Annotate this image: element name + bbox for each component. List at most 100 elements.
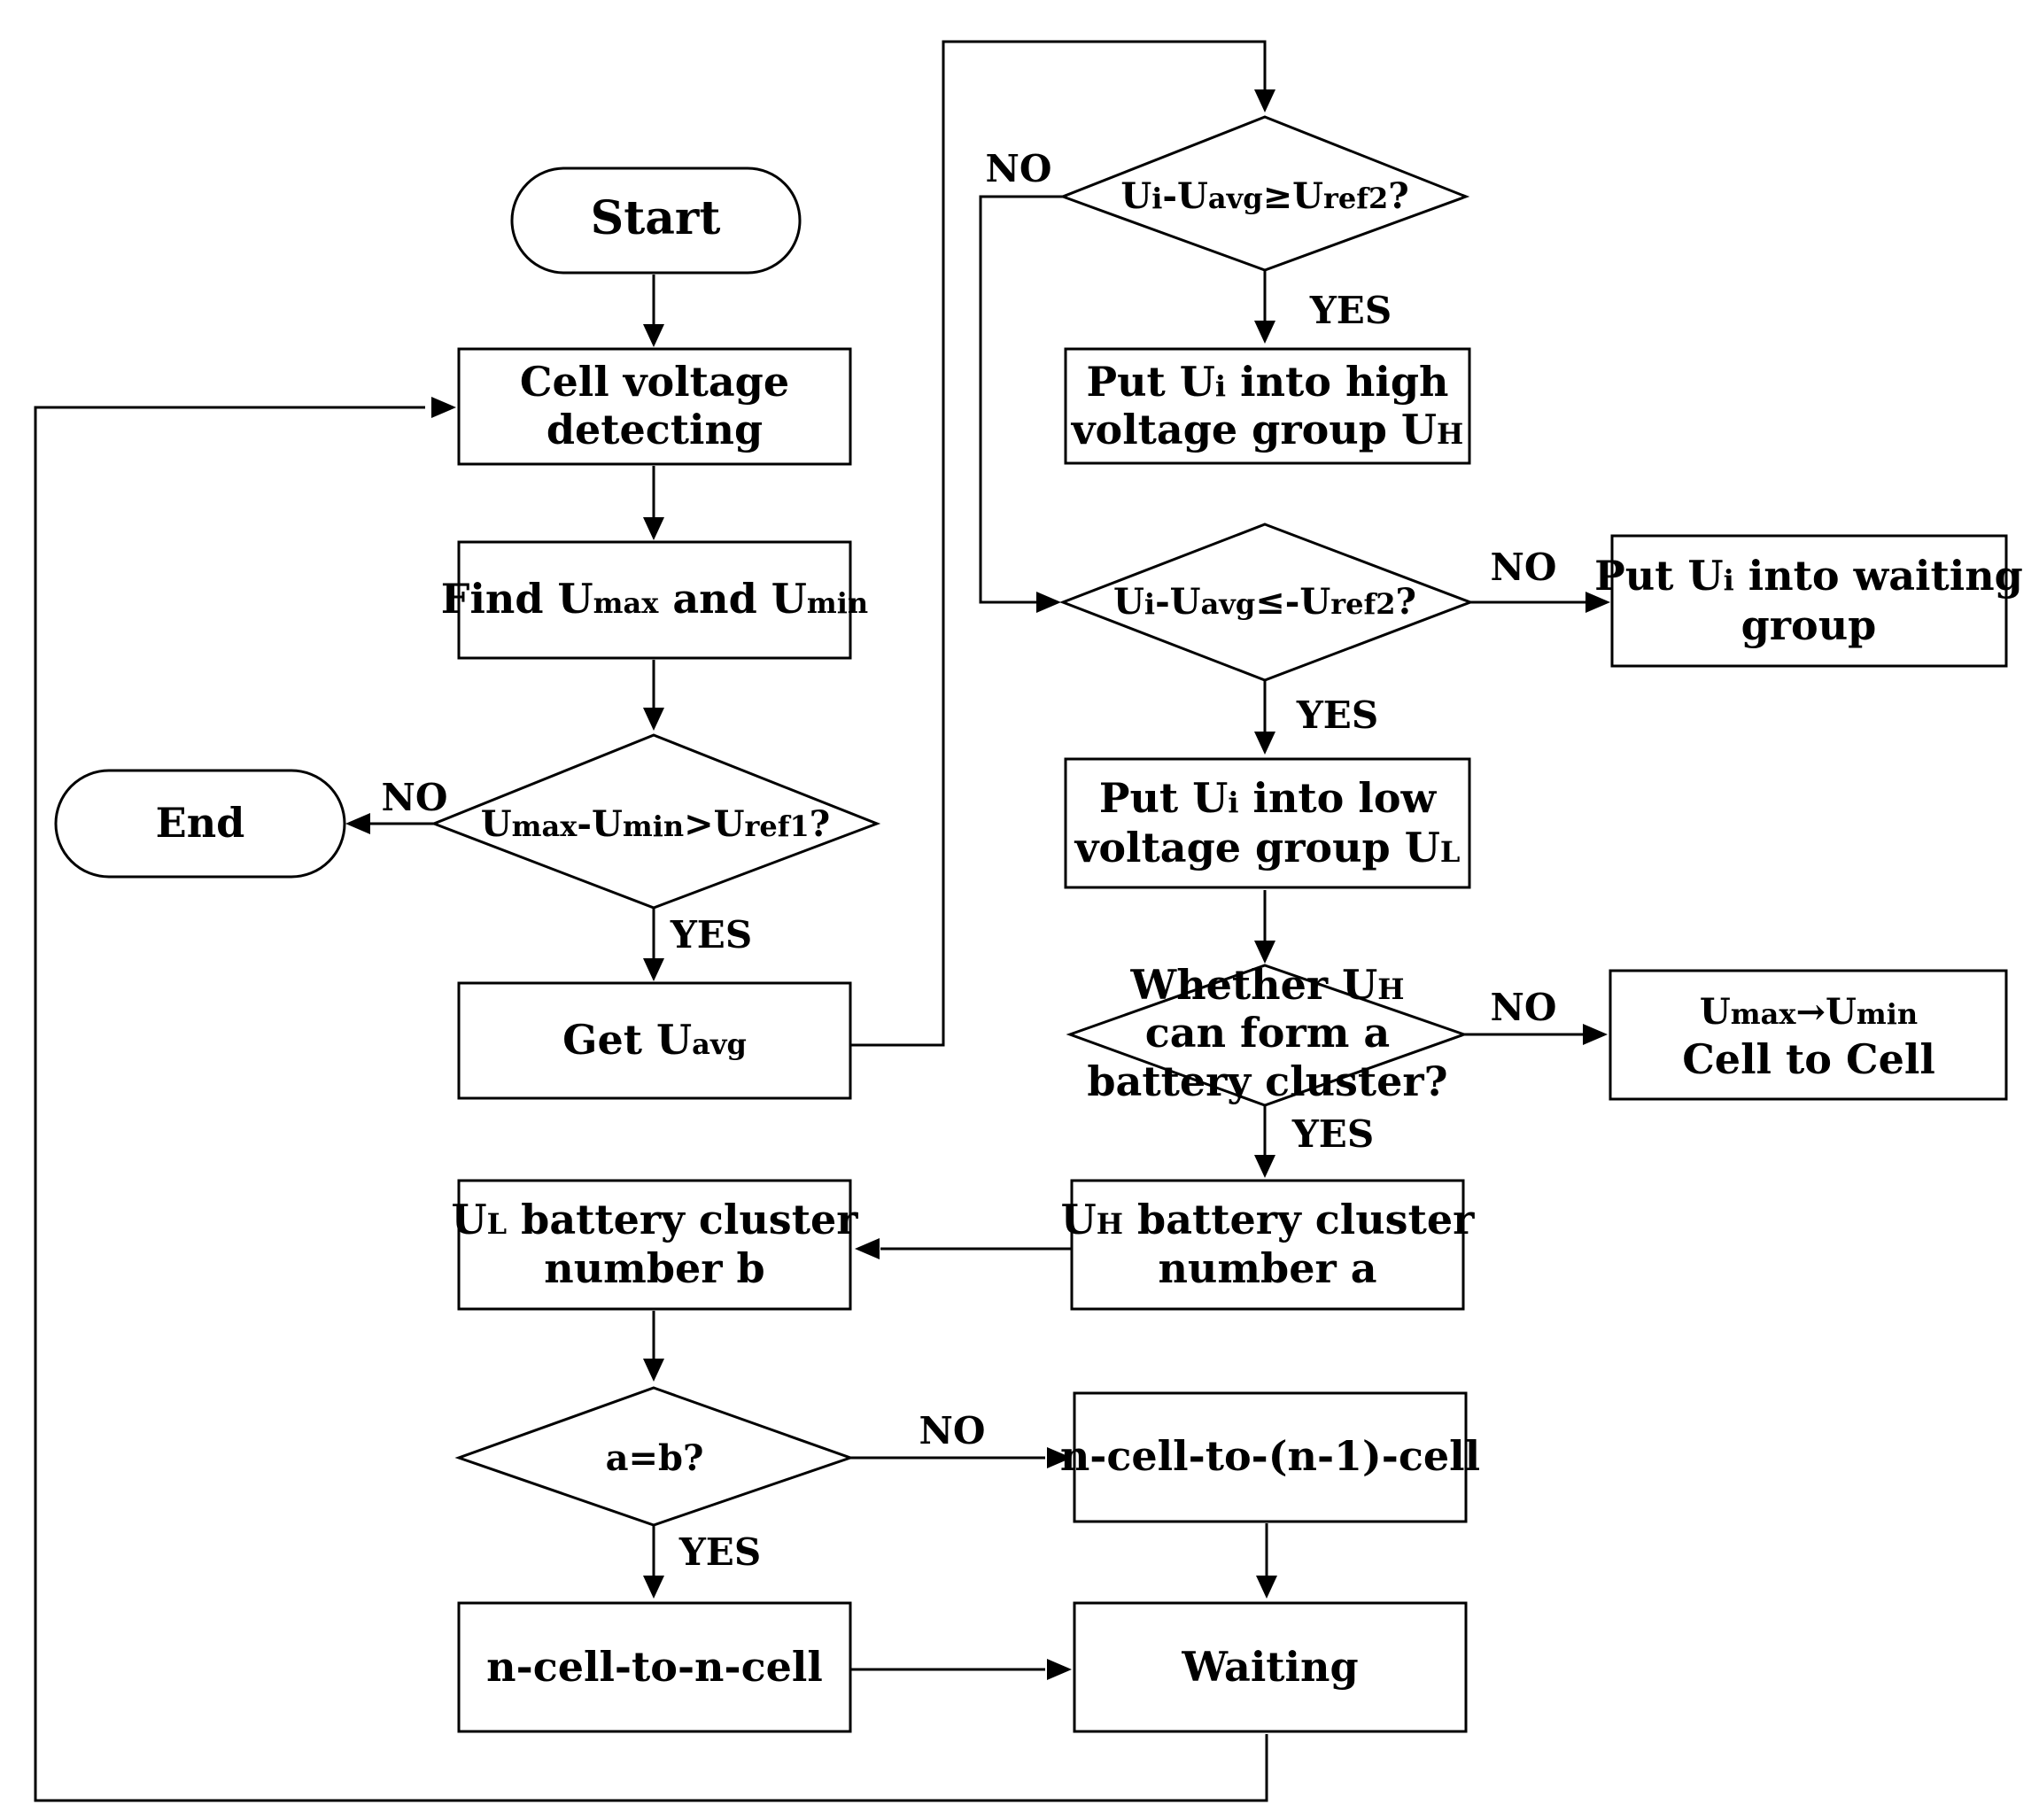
node-find-umax-umin: Find Umax and Umin (441, 540, 868, 660)
ul-cluster-line2: number b (544, 1244, 764, 1292)
get-uavg-label: Get Uavg (562, 1016, 747, 1064)
decision-diamond (1058, 523, 1475, 682)
cluster-check-line2: can form a (1145, 1009, 1390, 1057)
uh-cluster-line1: UH battery cluster (1061, 1196, 1475, 1243)
no-label: NO (919, 1409, 986, 1452)
end-label: End (156, 799, 245, 847)
arrowhead-down (643, 324, 664, 347)
arrowhead-down (1254, 941, 1275, 964)
connectors (34, 40, 1590, 1802)
process-box (1073, 1391, 1468, 1523)
waiting-label: Waiting (1181, 1643, 1358, 1691)
decision-diamond (430, 733, 881, 910)
no-label: NO (1491, 986, 1557, 1029)
node-end: End (54, 769, 346, 879)
diff-check-label: Umax-Umin>Uref1? (481, 803, 830, 845)
branch-labels: NO YES NO YES NO YES NO YES NO YES (382, 147, 1557, 1574)
high-check-label: Ui-Uavg≥Uref2? (1120, 175, 1408, 217)
node-ul-cluster: UL battery cluster number b (452, 1179, 859, 1311)
process-box (1064, 757, 1471, 889)
process-box (1610, 534, 2008, 668)
node-put-waiting: Put Ui into waiting group (1594, 534, 2023, 668)
node-put-low: Put Ui into low voltage group UL (1064, 757, 1471, 889)
put-waiting-line1: Put Ui into waiting (1594, 552, 2023, 600)
arrowhead-right (1583, 1024, 1608, 1045)
connector-waiting-loop-back (34, 406, 1268, 1802)
find-label: Find Umax and Umin (441, 575, 868, 623)
yes-label: YES (1296, 693, 1378, 737)
max-to-min-line2: Cell to Cell (1682, 1035, 1935, 1083)
yes-label: YES (1309, 289, 1392, 332)
arrowhead-left (855, 1238, 880, 1259)
process-box (457, 347, 852, 466)
node-high-check: Ui-Uavg≥Uref2? (1058, 115, 1470, 272)
decision-diamond (1066, 964, 1469, 1107)
cluster-check-line1: Whether UH (1130, 961, 1405, 1009)
arrowhead-down (1254, 89, 1275, 112)
yes-label: YES (1291, 1112, 1374, 1156)
decision-diamond (454, 1386, 855, 1527)
node-max-to-min: Umax→Umin Cell to Cell (1609, 969, 2008, 1101)
process-box (457, 981, 852, 1100)
uh-cluster-line2: number a (1158, 1244, 1376, 1292)
arrowhead-right (1047, 1659, 1072, 1680)
cell-voltage-line2: detecting (547, 406, 763, 453)
node-uh-cluster: UH battery cluster number a (1061, 1179, 1475, 1311)
no-label: NO (382, 776, 448, 819)
node-ab-check: a=b? (454, 1386, 855, 1527)
no-label: NO (1491, 546, 1557, 589)
arrowhead-down (643, 958, 664, 981)
ul-cluster-line1: UL battery cluster (452, 1196, 859, 1243)
arrowhead-right (1047, 1447, 1072, 1468)
node-cell-voltage-detecting: Cell voltage detecting (457, 347, 852, 466)
arrowheads (345, 89, 1610, 1680)
node-put-high: Put Ui into high voltage group UH (1064, 347, 1471, 465)
process-box (457, 1601, 852, 1733)
terminator-end (54, 769, 346, 879)
put-waiting-line2: group (1741, 601, 1877, 649)
connector-highcheck-no-to-lowcheck (979, 195, 1063, 604)
arrowhead-right (431, 397, 456, 418)
node-n-to-n1: n-cell-to-(n-1)-cell (1060, 1391, 1480, 1523)
arrowhead-right (1036, 592, 1061, 613)
node-waiting: Waiting (1073, 1601, 1468, 1733)
process-box (457, 1179, 852, 1311)
yes-label: YES (678, 1530, 761, 1574)
arrowhead-right (1585, 592, 1610, 613)
put-low-line2: voltage group UL (1074, 824, 1461, 871)
arrowhead-down (643, 1359, 664, 1382)
node-low-check: Ui-Uavg≤-Uref2? (1058, 523, 1475, 682)
process-box (457, 540, 852, 660)
yes-label: YES (670, 913, 752, 956)
put-high-line1: Put Ui into high (1087, 358, 1449, 406)
connector-getavg-to-highcheck (850, 40, 1267, 1047)
node-diff-check: Umax-Umin>Uref1? (430, 733, 881, 910)
arrowhead-left (345, 813, 370, 834)
start-label: Start (591, 191, 721, 245)
node-n-to-n: n-cell-to-n-cell (457, 1601, 852, 1733)
max-to-min-line1: Umax→Umin (1700, 991, 1918, 1033)
put-high-line2: voltage group UH (1071, 406, 1463, 453)
arrowhead-down (643, 708, 664, 731)
decision-diamond (1058, 115, 1470, 272)
process-box (1609, 969, 2008, 1101)
low-check-label: Ui-Uavg≤-Uref2? (1113, 581, 1416, 623)
arrowhead-down (1256, 1576, 1277, 1599)
n-to-n-label: n-cell-to-n-cell (486, 1643, 823, 1691)
put-low-line1: Put Ui into low (1099, 774, 1438, 822)
process-box (1070, 1179, 1465, 1311)
arrowhead-down (1254, 1155, 1275, 1178)
process-box (1064, 347, 1471, 465)
arrowhead-down (643, 517, 664, 540)
ab-check-label: a=b? (606, 1437, 704, 1479)
node-get-uavg: Get Uavg (457, 981, 852, 1100)
arrowhead-down (1254, 732, 1275, 755)
cluster-check-line3: battery cluster? (1087, 1057, 1447, 1105)
process-box (1073, 1601, 1468, 1733)
no-label: NO (986, 147, 1052, 190)
cell-voltage-line1: Cell voltage (520, 358, 789, 406)
node-start: Start (510, 167, 802, 275)
arrowhead-down (1254, 321, 1275, 344)
terminator-start (510, 167, 802, 275)
